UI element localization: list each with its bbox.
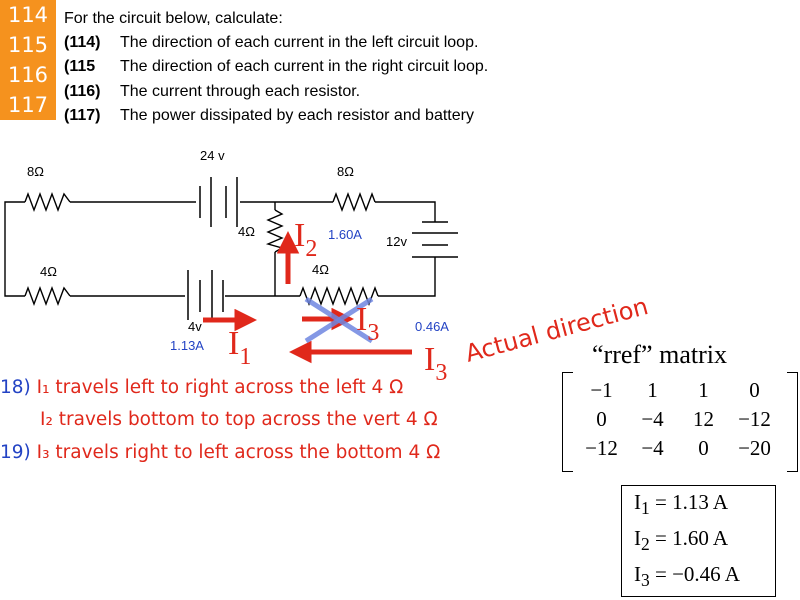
matrix-row: −1 1 1 0 bbox=[576, 376, 780, 405]
answer-text: I₂ travels bottom to top across the vert… bbox=[40, 409, 438, 430]
matrix-cell: 1 bbox=[698, 378, 709, 402]
wire-top-right bbox=[375, 201, 436, 222]
label-r-top-right: 8Ω bbox=[337, 164, 354, 179]
answer-18: 18) I₁ travels left to right across the … bbox=[0, 377, 403, 398]
matrix-cell: 0 bbox=[749, 378, 760, 402]
battery-right bbox=[412, 221, 458, 258]
i3-symbol: I3 bbox=[424, 341, 447, 386]
resistor-vertical bbox=[265, 209, 284, 253]
label-r-vertical: 4Ω bbox=[238, 224, 255, 239]
resistor-top-right bbox=[332, 192, 376, 212]
matrix-cell: −4 bbox=[641, 436, 664, 460]
matrix-left-bracket bbox=[562, 372, 573, 472]
question-number: (115 bbox=[64, 58, 96, 75]
matrix-title: “rref” matrix bbox=[592, 340, 727, 369]
current-results-box: I1 = 1.13 A I2 = 1.60 A I3 = −0.46 A bbox=[621, 485, 776, 597]
circuit-diagram: 8Ω 24 v 8Ω 4Ω 12v 4Ω 4Ω 4v 1.60A 1.13A 0… bbox=[4, 148, 651, 386]
answer-19: 19) I₃ travels right to left across the … bbox=[0, 442, 440, 463]
matrix-cell: −1 bbox=[590, 378, 613, 402]
matrix-cell: −12 bbox=[585, 436, 618, 460]
badge-114: 114 bbox=[7, 3, 49, 27]
result-i2: I2 = 1.60 A bbox=[634, 526, 729, 555]
rref-matrix: −1 1 1 0 0 −4 12 −12 −12 −4 0 −20 bbox=[560, 372, 800, 472]
i1-symbol: I1 bbox=[228, 325, 251, 370]
label-r-bottom-right: 4Ω bbox=[312, 262, 329, 277]
intro-text: For the circuit below, calculate: bbox=[64, 10, 283, 27]
cross-out-mark bbox=[304, 296, 374, 344]
matrix-cell: −12 bbox=[738, 407, 771, 431]
matrix-row: 0 −4 12 −12 bbox=[576, 405, 780, 434]
label-battery-right: 12v bbox=[386, 234, 407, 249]
resistor-bottom-right bbox=[299, 286, 379, 306]
i3-crossed-symbol: I3 bbox=[356, 301, 379, 346]
answer-number: 18) bbox=[0, 377, 31, 398]
matrix-table: −1 1 1 0 0 −4 12 −12 −12 −4 0 −20 bbox=[576, 376, 780, 463]
i2-symbol: I2 bbox=[294, 217, 317, 262]
matrix-cell: 0 bbox=[698, 436, 709, 460]
badge-117: 117 bbox=[7, 93, 49, 117]
question-116: (116) The current through each resistor. bbox=[64, 83, 360, 101]
answer-text: I₃ travels right to left across the bott… bbox=[36, 442, 441, 463]
wire-right-bottom bbox=[378, 257, 436, 297]
question-117: (117) The power dissipated by each resist… bbox=[64, 107, 474, 125]
wire-left-vertical bbox=[4, 201, 25, 297]
question-text: The power dissipated by each resistor an… bbox=[120, 107, 474, 124]
label-r-top-left: 8Ω bbox=[27, 164, 44, 179]
question-114: (114) The direction of each current in th… bbox=[64, 34, 478, 52]
question-number: (114) bbox=[64, 34, 101, 51]
badge-116: 116 bbox=[7, 63, 49, 87]
matrix-row: −12 −4 0 −20 bbox=[576, 434, 780, 463]
question-number: (116) bbox=[64, 83, 101, 100]
matrix-cell: −20 bbox=[738, 436, 771, 460]
question-115: (115 The direction of each current in the… bbox=[64, 58, 488, 76]
resistor-top-left bbox=[24, 192, 71, 212]
question-number: (117) bbox=[64, 107, 101, 124]
label-battery-bottom: 4v bbox=[188, 319, 202, 334]
matrix-cell: 1 bbox=[647, 378, 658, 402]
answer-text: I₁ travels left to right across the left… bbox=[36, 377, 404, 398]
matrix-right-bracket bbox=[787, 372, 798, 472]
i3-value: 0.46A bbox=[415, 319, 449, 334]
question-text: The current through each resistor. bbox=[120, 83, 361, 100]
badge-115: 115 bbox=[7, 33, 49, 57]
answer-number: 19) bbox=[0, 442, 31, 463]
label-r-bottom-left: 4Ω bbox=[40, 264, 57, 279]
battery-top bbox=[199, 177, 238, 227]
matrix-cell: 12 bbox=[693, 407, 714, 431]
resistor-bottom-left bbox=[24, 286, 71, 306]
question-text: The direction of each current in the lef… bbox=[120, 34, 479, 51]
matrix-cell: −4 bbox=[641, 407, 664, 431]
matrix-cell: 0 bbox=[596, 407, 607, 431]
question-number-badges: 114 115 116 117 bbox=[0, 0, 56, 120]
i1-value: 1.13A bbox=[170, 338, 204, 353]
label-battery-top: 24 v bbox=[200, 148, 225, 163]
question-text: The direction of each current in the rig… bbox=[120, 58, 489, 75]
battery-bottom bbox=[187, 270, 224, 320]
result-i3: I3 = −0.46 A bbox=[634, 562, 740, 591]
answer-18-continued: I₂ travels bottom to top across the vert… bbox=[40, 409, 438, 430]
result-i1: I1 = 1.13 A bbox=[634, 490, 729, 519]
i2-value: 1.60A bbox=[328, 227, 362, 242]
